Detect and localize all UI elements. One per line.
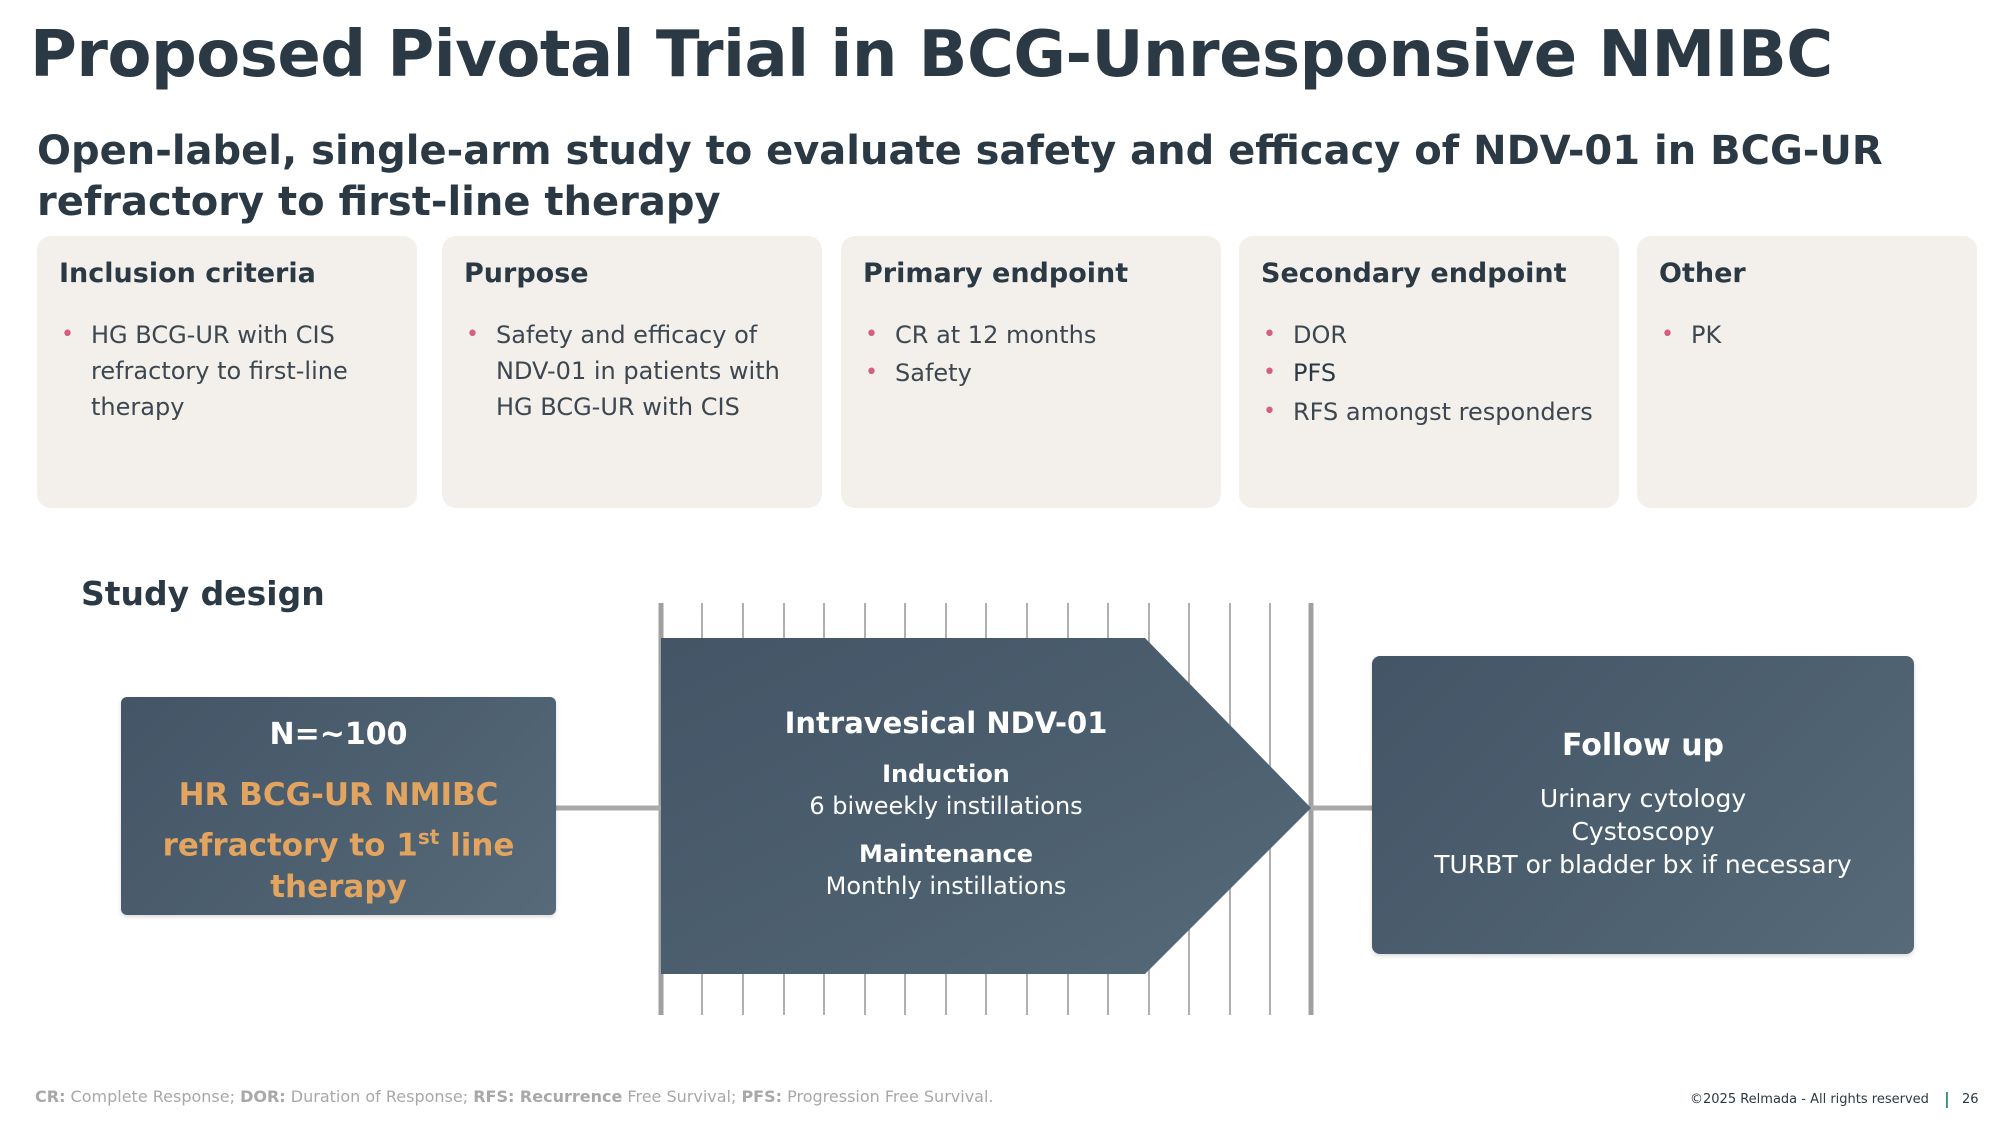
abbrev-term: PFS:	[741, 1087, 783, 1106]
population-line2: refractory to 1st line	[162, 825, 515, 864]
abbrev-term: DOR:	[240, 1087, 286, 1106]
footnote-abbreviations: CR: Complete Response; DOR: Duration of …	[35, 1087, 994, 1106]
card-bullet: Safety and efficacy of NDV-01 in patient…	[464, 317, 800, 425]
card-bullet: RFS amongst responders	[1261, 397, 1597, 427]
ordinal-suffix: st	[417, 825, 440, 849]
card-bullet: DOR	[1261, 317, 1597, 353]
treatment-arrow-shape	[661, 638, 1311, 974]
card-inclusion-criteria: Inclusion criteria HG BCG-UR with CIS re…	[37, 236, 417, 508]
card-heading: Secondary endpoint	[1261, 258, 1567, 289]
page-title: Proposed Pivotal Trial in BCG-Unresponsi…	[30, 18, 1833, 92]
abbrev-term: RFS: Recurrence	[473, 1087, 623, 1106]
abbrev-def: Progression Free Survival.	[782, 1087, 994, 1106]
followup-item: Urinary cytology	[1539, 784, 1747, 813]
followup-item: TURBT or bladder bx if necessary	[1434, 850, 1852, 879]
card-heading: Primary endpoint	[863, 258, 1129, 289]
followup-title: Follow up	[1561, 728, 1725, 763]
copyright: ©2025 Relmada - All rights reserved	[1690, 1092, 1929, 1107]
abbrev-term: CR:	[35, 1087, 66, 1106]
induction-text: 6 biweekly instillations	[809, 792, 1083, 820]
card-bullet: PK	[1659, 317, 1955, 353]
treatment-title: Intravesical NDV-01	[784, 706, 1108, 740]
treatment-content: Intravesical NDV-01 Induction 6 biweekly…	[661, 706, 1231, 900]
card-bullet: CR at 12 months	[863, 317, 1199, 353]
abbrev-def: Duration of Response;	[285, 1087, 474, 1106]
followup-list: Urinary cytology Cystoscopy TURBT or bla…	[1372, 782, 1914, 881]
induction-label: Induction	[882, 760, 1010, 788]
card-other: Other PK	[1637, 236, 1977, 508]
population-n: N=~100	[269, 717, 408, 752]
abbrev-def: Complete Response;	[65, 1087, 241, 1106]
card-secondary-endpoint: Secondary endpoint DOR PFS RFS amongst r…	[1239, 236, 1619, 508]
footer-separator: |	[1944, 1089, 1950, 1108]
population-line3: therapy	[270, 869, 407, 906]
followup-item: Cystoscopy	[1571, 817, 1715, 846]
card-heading: Other	[1659, 258, 1746, 289]
population-line1: HR BCG-UR NMIBC	[178, 777, 499, 813]
maintenance-label: Maintenance	[858, 840, 1033, 868]
card-purpose: Purpose Safety and efficacy of NDV-01 in…	[442, 236, 822, 508]
card-bullet: PFS	[1261, 355, 1597, 391]
abbrev-def: Free Survival;	[622, 1087, 742, 1106]
population-description: HR BCG-UR NMIBC refractory to 1st line t…	[121, 774, 556, 908]
followup-box: Follow up Urinary cytology Cystoscopy TU…	[1372, 656, 1914, 954]
maintenance-text: Monthly instillations	[825, 872, 1067, 900]
card-heading: Purpose	[464, 258, 589, 289]
card-bullet: HG BCG-UR with CIS refractory to first-l…	[59, 317, 395, 425]
page-subtitle: Open-label, single-arm study to evaluate…	[37, 128, 1883, 225]
card-bullet: Safety	[863, 355, 1199, 391]
population-box: N=~100 HR BCG-UR NMIBC refractory to 1st…	[121, 697, 556, 915]
card-heading: Inclusion criteria	[59, 258, 316, 289]
page-number: 26	[1962, 1092, 1979, 1107]
card-primary-endpoint: Primary endpoint CR at 12 months Safety	[841, 236, 1221, 508]
study-design-label: Study design	[81, 574, 325, 613]
